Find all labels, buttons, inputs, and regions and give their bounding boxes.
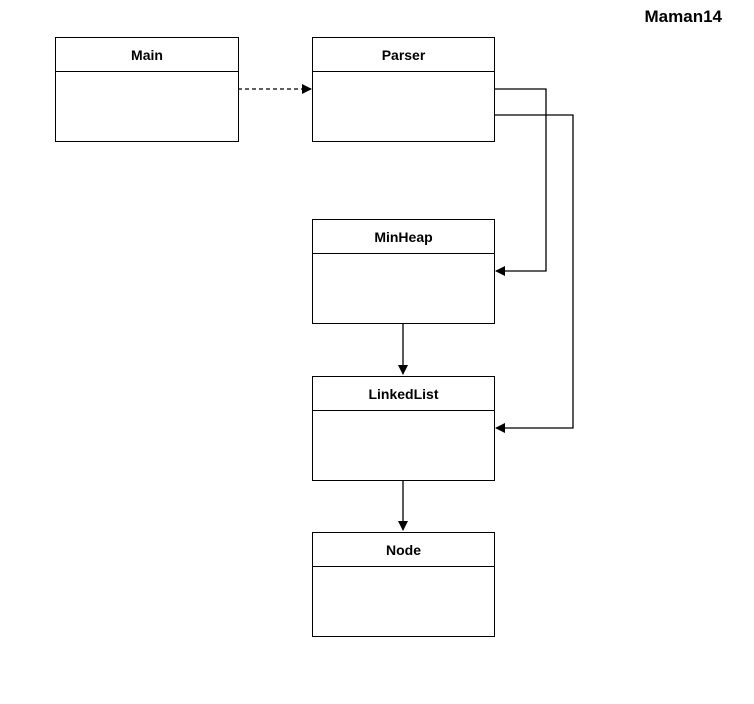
edge-parser-linkedlist: [494, 114, 574, 433]
class-linkedlist[interactable]: LinkedList: [312, 376, 495, 481]
class-parser[interactable]: Parser: [312, 37, 495, 142]
edge-parser-minheap: [494, 88, 547, 276]
class-node[interactable]: Node: [312, 532, 495, 637]
class-linkedlist-name: LinkedList: [313, 377, 494, 411]
class-main[interactable]: Main: [55, 37, 239, 142]
diagram-title: Maman14: [644, 7, 722, 26]
class-main-name: Main: [56, 38, 238, 72]
class-minheap-name: MinHeap: [313, 220, 494, 254]
class-parser-name: Parser: [313, 38, 494, 72]
class-node-name: Node: [313, 533, 494, 567]
class-minheap[interactable]: MinHeap: [312, 219, 495, 324]
